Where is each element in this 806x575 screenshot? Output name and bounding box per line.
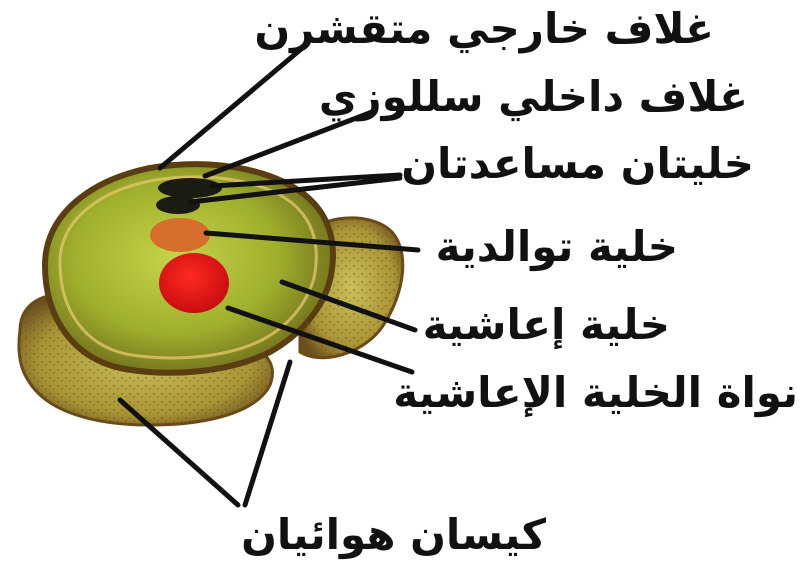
label-helper-cells: خليتان مساعدتان <box>401 143 754 185</box>
generative-cell-shape <box>150 218 210 252</box>
vegetative-nucleus-shape <box>159 253 229 313</box>
helper-cell-2 <box>156 196 200 214</box>
label-vegetative-cell: خلية إعاشية <box>423 304 670 346</box>
label-generative-cell: خلية توالدية <box>436 226 678 268</box>
label-air-sacs: كيسان هوائيان <box>241 514 546 556</box>
label-vegetative-nucleus: نواة الخلية الإعاشية <box>393 372 798 414</box>
label-outer-coat: غلاف خارجي متقشرن <box>254 8 714 50</box>
label-inner-coat: غلاف داخلي سللوزي <box>319 76 748 118</box>
